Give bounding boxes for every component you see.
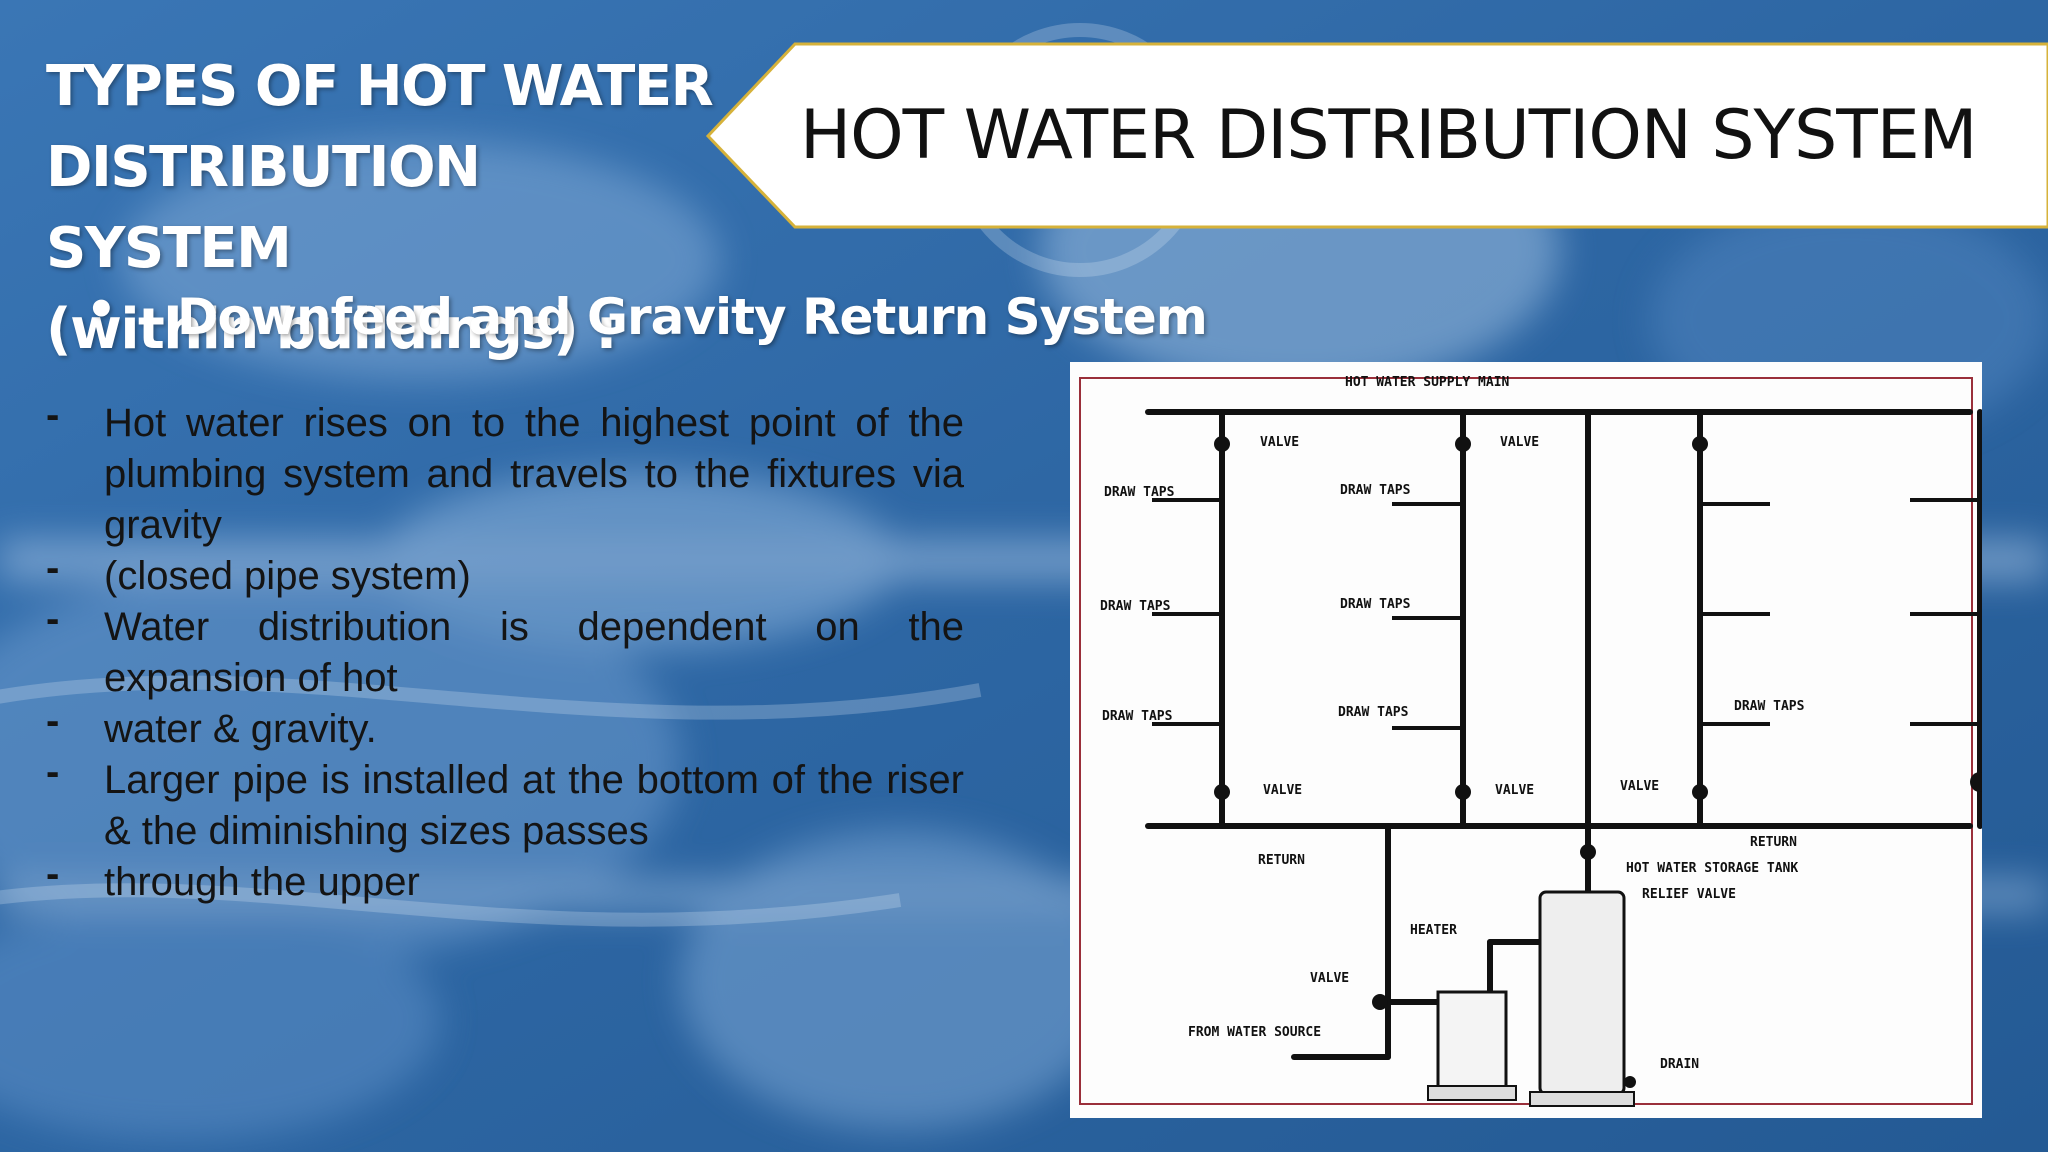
dash-icon: - [46,699,60,743]
subheading: • Downfeed and Gravity Return System [86,282,1208,358]
supply-main-label: HOT WATER SUPPLY MAIN [1345,375,1510,390]
dash-icon: - [46,393,60,437]
dash-icon: - [46,597,60,641]
list-item: -Water distribution is dependent on the … [46,597,964,704]
heater-label: HEATER [1410,923,1457,938]
title-banner [705,42,2048,229]
valve-label: VALVE [1260,435,1299,450]
list-item: -Hot water rises on to the highest point… [46,393,964,551]
drain-label: DRAIN [1660,1057,1699,1072]
storage-tank-label: HOT WATER STORAGE TANK [1626,861,1798,876]
list-item: -Larger pipe is installed at the bottom … [46,750,964,857]
valve-label: VALVE [1620,779,1659,794]
valve-label: VALVE [1495,783,1534,798]
bullet-icon: • [86,282,117,338]
plumbing-diagram: HOT WATER SUPPLY MAIN VALVE VALVE VALVE … [1070,362,1982,1118]
section-heading: TYPES OF HOT WATER DISTRIBUTION SYSTEM (… [46,46,736,370]
list-item: -water & gravity. [46,699,964,755]
dash-icon: - [46,546,60,590]
valve-label: VALVE [1310,971,1349,986]
water-source-label: FROM WATER SOURCE [1188,1025,1321,1040]
heading-line-3: (within buildings) : [46,297,618,362]
dash-icon: - [46,750,60,794]
valve-label: VALVE [1263,783,1302,798]
return-label: RETURN [1258,853,1305,868]
draw-taps-label: DRAW TAPS [1100,599,1171,614]
draw-taps-label: DRAW TAPS [1340,483,1411,498]
banner-title: HOT WATER DISTRIBUTION SYSTEM [800,96,1977,175]
list-item: -(closed pipe system) [46,546,964,602]
list-item: -through the upper [46,852,964,908]
draw-taps-label: DRAW TAPS [1102,709,1173,724]
valve-label: VALVE [1500,435,1539,450]
draw-taps-label: DRAW TAPS [1104,485,1175,500]
heading-line-2: DISTRIBUTION SYSTEM [46,135,481,281]
subheading-text: Downfeed and Gravity Return System [177,288,1208,346]
dash-icon: - [46,852,60,896]
relief-valve-label: RELIEF VALVE [1642,887,1736,902]
draw-taps-label: DRAW TAPS [1340,597,1411,612]
draw-taps-label: DRAW TAPS [1338,705,1409,720]
points-list: -Hot water rises on to the highest point… [46,393,964,908]
return-label: RETURN [1750,835,1797,850]
heading-line-1: TYPES OF HOT WATER [46,54,714,119]
draw-taps-label: DRAW TAPS [1734,699,1805,714]
